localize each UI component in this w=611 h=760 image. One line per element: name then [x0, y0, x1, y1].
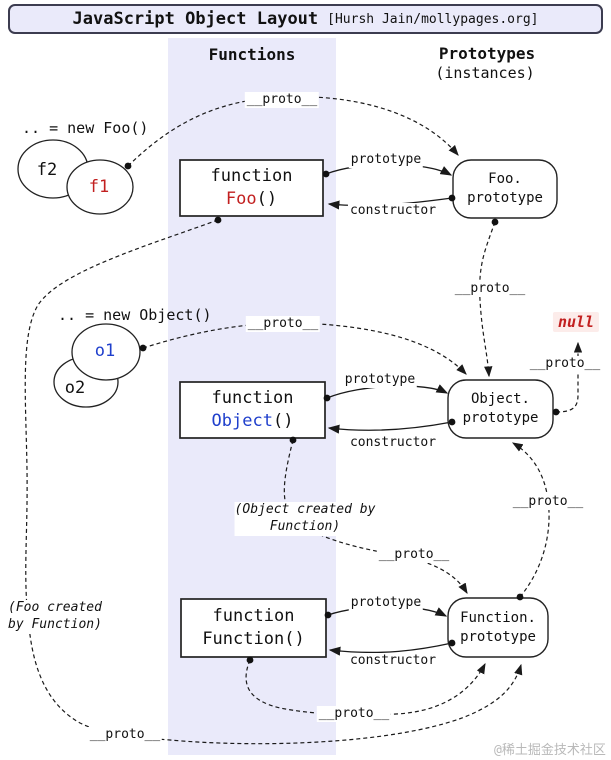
foo-parens: () [256, 189, 278, 209]
edge-o1-to-object-prototype [142, 322, 467, 375]
foo-keyword: function [210, 166, 293, 187]
node-shapes [17, 139, 558, 658]
proto-label-object-prototype-to-null: __proto__ [527, 356, 603, 372]
object-created-by-function-note: (Object created by Function) [234, 502, 376, 536]
function-function-box [180, 598, 327, 658]
constructor-edge-label-function: constructor [347, 653, 439, 669]
edge-object-prototype-constructor [327, 421, 453, 434]
edge-f1-to-foo-prototype [127, 96, 459, 167]
functions-column-header: Functions [208, 45, 296, 64]
prototype-edge-label-function: prototype [348, 595, 424, 611]
edge-object-fn-to-function-prototype [283, 439, 468, 595]
function-prototype-box [447, 597, 549, 658]
object-name: Object [211, 411, 273, 431]
edge-foo-prototype-to-object-prototype [479, 221, 496, 378]
object-function-box [179, 381, 326, 439]
function-parens: () [284, 629, 305, 649]
edge-origin-dots [124, 162, 560, 664]
foo-function-box [179, 159, 324, 217]
foo-created-note-line1: (Foo created [8, 600, 102, 615]
o1-label: o1 [94, 341, 116, 361]
object-parens: () [272, 411, 294, 431]
edge-function-prototype-to-object-prototype [511, 442, 550, 598]
o1-instance-circle [71, 323, 141, 381]
function-keyword: function [212, 606, 295, 627]
foo-function-label: function Foo() [180, 160, 323, 216]
constructor-edge-label-object: constructor [347, 435, 439, 451]
watermark: @稀土掘金技术社区 [494, 743, 606, 758]
prototypes-column-header: Prototypes [438, 44, 536, 63]
proto-label-object-fn-to-function-prototype: __proto__ [376, 547, 452, 563]
null-terminal-label: null [552, 312, 600, 332]
new-object-expression: .. = new Object() [58, 306, 212, 324]
proto-label-o1-to-object-prototype: __proto__ [245, 316, 321, 332]
title-credit: [Hursh Jain/mollypages.org] [327, 11, 539, 27]
prototype-edge-label-foo: prototype [348, 152, 424, 168]
object-function-label: function Object() [180, 382, 325, 438]
proto-label-foo-prototype-to-object-prototype: __proto__ [452, 281, 528, 297]
proto-label-f1-to-foo-prototype: __proto__ [244, 92, 320, 108]
foo-prototype-label: Foo. prototype [453, 160, 557, 218]
title-bar: JavaScript Object Layout [Hursh Jain/mol… [8, 4, 603, 34]
prototype-constructor-edges [325, 163, 453, 656]
foo-created-note-line2: by Function) [8, 616, 102, 632]
function-prototype-line2: prototype [460, 628, 536, 645]
edge-object-prototype-to-null [555, 341, 583, 413]
object-created-note-line2: Function) [269, 518, 341, 534]
function-prototype-label: Function. prototype [448, 598, 548, 657]
object-prototype-line2: prototype [462, 410, 539, 426]
edge-foo-fn-to-function-prototype [24, 219, 523, 745]
page-title: JavaScript Object Layout [72, 9, 319, 29]
proto-label-function-prototype-to-object-prototype: __proto__ [510, 494, 586, 510]
function-prototype-line1: Function. [460, 609, 536, 626]
object-keyword: function [211, 388, 294, 409]
object-prototype-line1: Object. [470, 391, 530, 408]
prototype-edge-label-object: prototype [342, 372, 418, 388]
foo-created-by-function-note: (Foo created by Function) [8, 600, 102, 634]
o2-label: o2 [64, 378, 86, 398]
foo-prototype-box [452, 159, 558, 219]
proto-label-foo-fn-to-function-prototype: __proto__ [87, 727, 163, 743]
proto-label-function-fn-to-function-prototype: __proto__ [316, 706, 392, 722]
proto-edges [24, 96, 583, 745]
foo-name: Foo [225, 189, 257, 209]
object-created-note-line1: (Object created by [234, 502, 376, 517]
edge-function-prototype-constructor [328, 642, 453, 656]
foo-prototype-line1: Foo. [488, 171, 522, 188]
function-function-label: function Function() [181, 599, 326, 657]
new-foo-expression: .. = new Foo() [22, 119, 149, 137]
function-name: Function [202, 629, 285, 649]
foo-prototype-line2: prototype [467, 190, 543, 206]
f1-instance-circle [66, 159, 134, 215]
constructor-edge-label-foo: constructor [347, 203, 439, 219]
object-prototype-box [447, 379, 554, 439]
object-prototype-label: Object. prototype [448, 380, 553, 438]
instances-subheader: (instances) [435, 64, 535, 82]
f2-label: f2 [36, 160, 58, 180]
f1-label: f1 [88, 177, 110, 197]
